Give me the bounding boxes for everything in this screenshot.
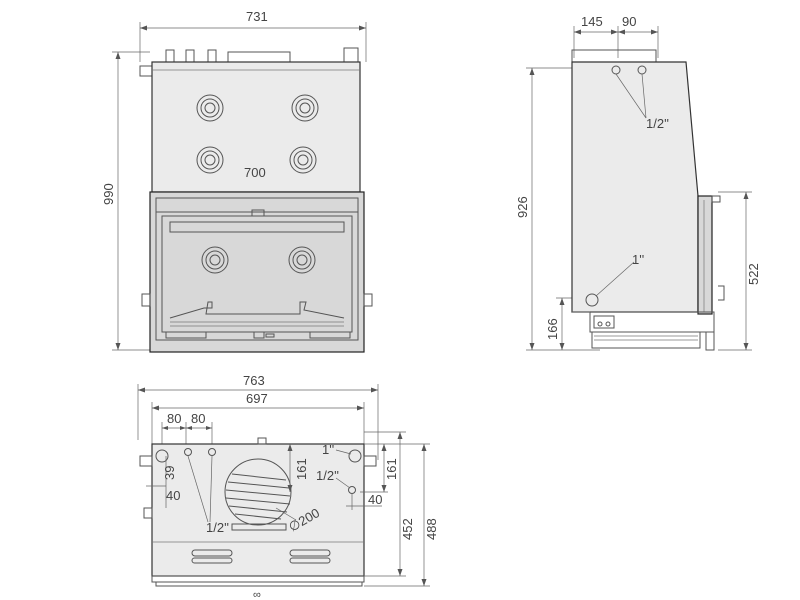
plan-pipe-small-left-label: 1/2'': [206, 520, 229, 535]
plan-outer-width-label: 763: [243, 373, 265, 388]
side-pipe-large-label: 1'': [632, 252, 644, 267]
plan-pipe-small-right-label: 1/2'': [316, 468, 339, 483]
front-height-label: 990: [101, 183, 116, 205]
plan-view: 763 697 80 80 ∞: [137, 373, 439, 600]
plan-488-label: 488: [424, 518, 439, 540]
side-pipe-small-label: 1/2'': [646, 116, 669, 131]
plan-40-left-label: 40: [166, 488, 180, 503]
plan-161-mid-label: 161: [294, 458, 309, 480]
plan-offset-a-label: 80: [167, 411, 181, 426]
plan-pipe-large-label: 1'': [322, 442, 334, 457]
boss-circles: [196, 94, 319, 174]
side-bottom-label: 166: [545, 318, 560, 340]
plan-161-right-label: 161: [384, 458, 399, 480]
door-width-label: 700: [244, 165, 266, 180]
side-view: 145 90 926 166 522: [515, 14, 761, 351]
side-top-a-label: 145: [581, 14, 603, 29]
side-top-b-label: 90: [622, 14, 636, 29]
side-height-label: 926: [515, 196, 530, 218]
plan-offset-b-label: 80: [191, 411, 205, 426]
side-door-height-label: 522: [746, 263, 761, 285]
flue-louvres: [225, 473, 291, 520]
front-view: 731 990 700: [101, 9, 373, 353]
plan-39-label: 39: [162, 466, 177, 480]
front-width-label: 731: [246, 9, 268, 24]
plan-452-label: 452: [400, 518, 415, 540]
infinity-mark: ∞: [253, 589, 261, 600]
plan-inner-width-label: 697: [246, 391, 268, 406]
plan-40-right-label: 40: [368, 492, 382, 507]
